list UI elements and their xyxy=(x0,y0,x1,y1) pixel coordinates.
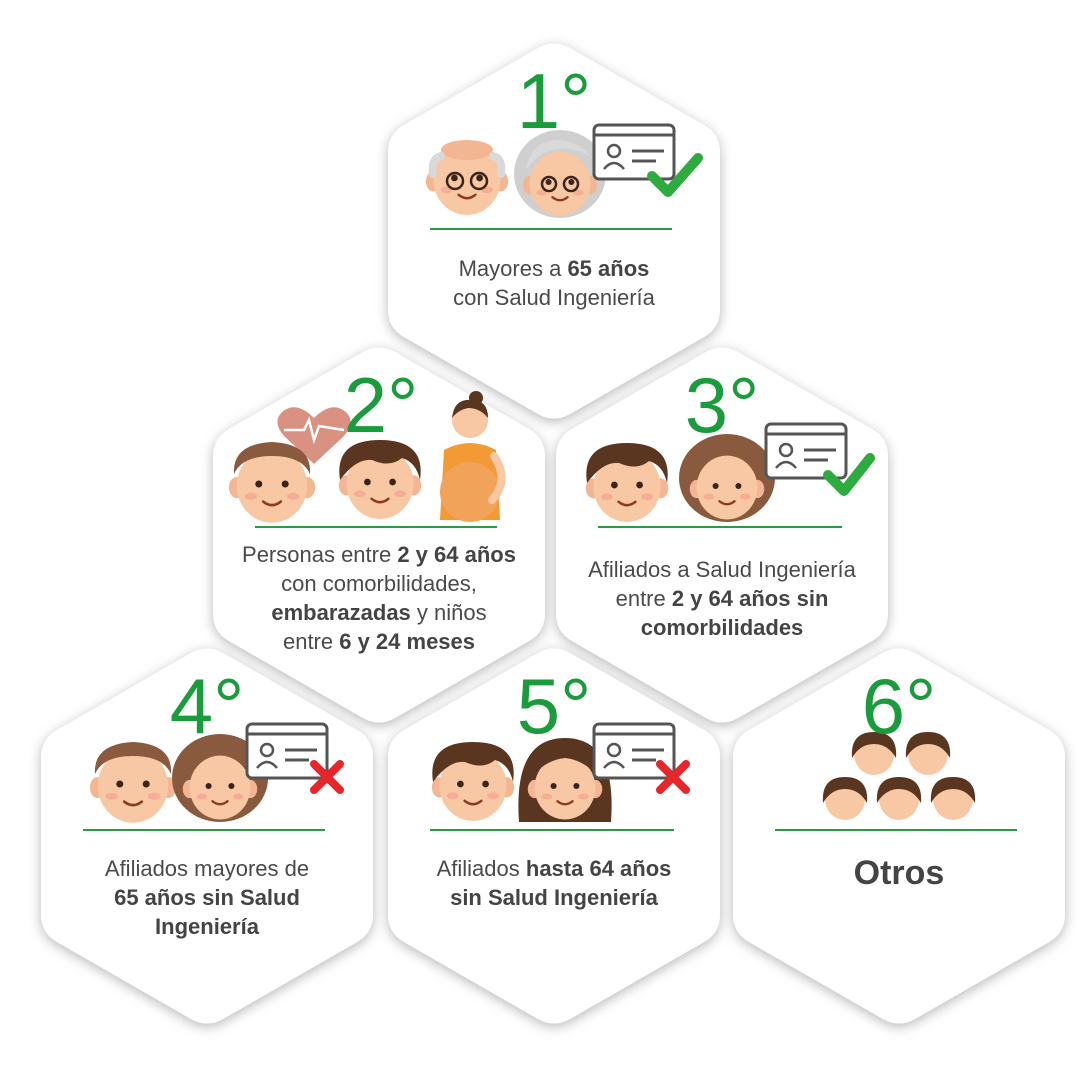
elder-woman-icon xyxy=(172,734,268,822)
caption-run: con comorbilidades, xyxy=(281,571,477,596)
rank-number: 1° xyxy=(516,57,592,145)
divider xyxy=(430,228,672,230)
caption-run: comorbilidades xyxy=(640,615,804,640)
rank-number: 5° xyxy=(516,662,592,750)
caption-run: Afiliados mayores de xyxy=(104,856,310,881)
young-person-icon xyxy=(585,443,669,524)
caption-run: 2 y 64 años sin xyxy=(671,586,829,611)
caption-run: y niños xyxy=(410,600,487,625)
caption-line: con comorbilidades, xyxy=(213,569,545,598)
card-caption: Otros xyxy=(733,856,1065,890)
hexagon-6 xyxy=(733,648,1065,1024)
caption-run: 2 y 64 años xyxy=(397,542,516,567)
caption-line: Afiliados mayores de xyxy=(41,854,373,883)
young-man-icon xyxy=(431,742,515,823)
caption-line: Ingeniería xyxy=(41,912,373,941)
caption-run: entre xyxy=(615,586,672,611)
caption-line: entre 6 y 24 meses xyxy=(213,627,545,656)
caption-line: con Salud Ingeniería xyxy=(388,283,720,312)
caption-run: con Salud Ingeniería xyxy=(453,285,655,310)
elder-woman-icon xyxy=(514,130,606,218)
rank-number: 4° xyxy=(169,662,245,750)
divider xyxy=(775,829,1017,831)
caption-run: embarazadas xyxy=(271,600,411,625)
caption-run: Personas entre xyxy=(242,542,398,567)
caption-run: hasta 64 años xyxy=(525,856,672,881)
divider xyxy=(430,829,674,831)
caption-run: entre xyxy=(282,629,340,654)
woman-icon xyxy=(679,434,775,522)
man-icon xyxy=(228,442,316,525)
caption-run: 6 y 24 meses xyxy=(339,629,476,654)
divider xyxy=(83,829,325,831)
caption-run: Mayores a xyxy=(458,256,568,281)
elder-man-icon xyxy=(89,742,177,825)
cross-icon xyxy=(310,760,344,794)
caption-run: Afiliados xyxy=(436,856,526,881)
caption-line: Afiliados a Salud Ingeniería xyxy=(556,555,888,584)
caption-run: sin Salud Ingeniería xyxy=(450,885,658,910)
cross-icon xyxy=(656,760,690,794)
card-4: 4° Afiliados mayores de 65 años sin Salud… xyxy=(41,653,373,1023)
card-6: 6° Otros xyxy=(733,653,1065,1023)
caption-run: Otros xyxy=(853,854,945,892)
check-icon xyxy=(647,153,703,197)
divider xyxy=(598,526,842,528)
id-card-icon xyxy=(592,722,676,780)
child-icon xyxy=(338,440,422,521)
caption-run: Ingeniería xyxy=(155,914,259,939)
rank-number: 2° xyxy=(343,361,419,449)
caption-run: Afiliados a Salud Ingeniería xyxy=(588,557,856,582)
caption-line: Otros xyxy=(733,856,1065,890)
id-card-icon xyxy=(245,722,329,780)
id-card-icon xyxy=(764,422,848,480)
caption-line: Personas entre 2 y 64 años xyxy=(213,540,545,569)
caption-line: Afiliados hasta 64 años xyxy=(388,854,720,883)
pregnant-woman-icon xyxy=(440,391,506,522)
id-card-icon xyxy=(592,123,676,181)
rank-number: 3° xyxy=(684,361,760,449)
young-woman-icon xyxy=(518,738,612,822)
bald-elder-man-icon xyxy=(425,140,509,217)
caption-run: 65 años xyxy=(567,256,650,281)
divider xyxy=(255,526,497,528)
heart-pulse-icon xyxy=(277,407,351,464)
rank-number: 6° xyxy=(861,662,937,750)
caption-run: 65 años sin Salud xyxy=(114,885,300,910)
caption-line: 65 años sin Salud xyxy=(41,883,373,912)
check-icon xyxy=(823,453,875,496)
group-of-people-icon xyxy=(822,732,976,820)
caption-line: embarazadas y niños xyxy=(213,598,545,627)
caption-line: sin Salud Ingeniería xyxy=(388,883,720,912)
caption-line: entre 2 y 64 años sin xyxy=(556,584,888,613)
caption-line: comorbilidades xyxy=(556,613,888,642)
caption-line: Mayores a 65 años xyxy=(388,254,720,283)
